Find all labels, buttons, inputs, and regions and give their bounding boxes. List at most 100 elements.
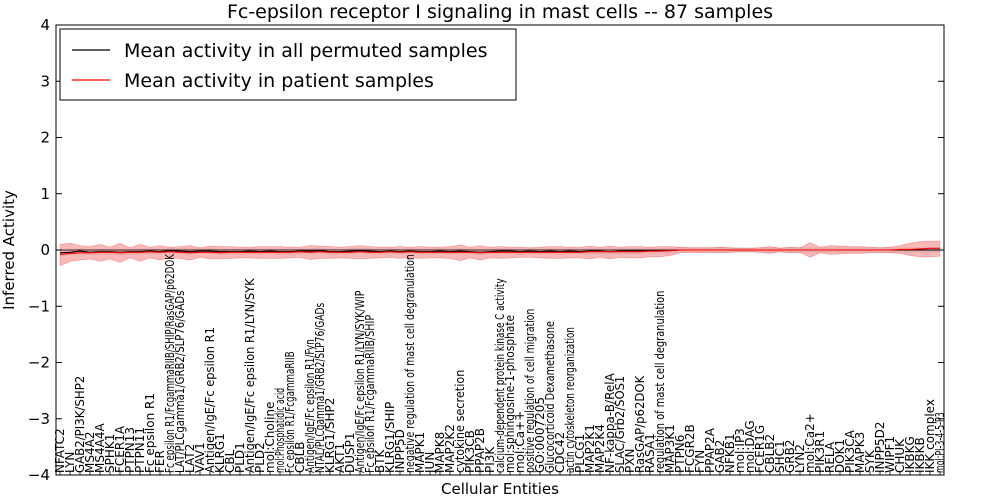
x-tick-label: actin cytoskeleton reorganization <box>563 327 577 473</box>
legend-label-permuted: Mean activity in all permuted samples <box>124 40 487 62</box>
x-tick-label: Glucocorticoid Dexamethasone <box>543 321 557 473</box>
x-tick-label: IKBKG <box>903 436 917 473</box>
x-tick-label: Fc epsilon R1/FcgammaRIIB <box>283 351 297 473</box>
x-tick-label: FYN <box>693 450 707 473</box>
x-tick-label: Fc epsilon R1/FcgammaRIIB/SHIP/RasGAP/p6… <box>163 253 177 473</box>
x-tick-label: FCER1A <box>113 425 127 473</box>
x-tick-label: PLD2 <box>253 442 267 473</box>
series-line-patient <box>59 247 940 256</box>
x-tick-label: GAB2 <box>713 440 727 473</box>
y-tick-label: 1 <box>40 185 50 203</box>
x-tick-label: positive regulation of cell migration <box>523 309 537 473</box>
x-tick-label: PLD1 <box>233 442 247 473</box>
x-tick-label: PLCG1 <box>573 434 587 473</box>
x-tick-label: MAP2K1 <box>583 424 597 473</box>
x-tick-label: INPP5D <box>393 429 407 473</box>
x-tick-label: VAV1 <box>193 442 207 473</box>
x-tick-label: KLRG1 <box>213 433 227 473</box>
x-tick-label: BTK <box>373 448 387 473</box>
x-tick-label: CDC42 <box>553 432 567 473</box>
x-tick-label: cytokine secretion <box>453 370 467 473</box>
x-tick-label: NFATC2 <box>53 428 67 473</box>
x-tick-label: PXN <box>623 449 637 473</box>
x-tick-label: CHUK <box>893 438 907 473</box>
x-tick-label: mol:Ca2+ <box>803 413 817 473</box>
x-tick-label: LYN <box>63 452 77 473</box>
x-tick-label: WIPF1 <box>883 436 897 473</box>
chart-title: Fc-epsilon receptor I signaling in mast … <box>227 1 773 23</box>
y-tick-label: −3 <box>28 410 50 428</box>
x-tick-label: mol:DAG <box>743 420 757 473</box>
x-axis-label: Cellular Entities <box>441 480 559 498</box>
x-tick-label: LAT/PLCgamma1/GRB2/SLP76/GADs <box>173 291 187 473</box>
x-tick-label: RASA1 <box>643 433 657 473</box>
x-tick-label: MAP2K2 <box>443 424 457 473</box>
x-tick-label: RELA <box>823 441 837 473</box>
x-tick-label: PTPN11 <box>133 427 147 473</box>
x-tick-label: LAT2 <box>183 444 197 473</box>
x-tick-label: MAP3K1 <box>663 424 677 473</box>
patient-band <box>59 240 941 267</box>
x-tick-label: SPHK1 <box>103 434 117 473</box>
x-tick-label: IKBKB <box>913 437 927 473</box>
x-tick-label: FER <box>153 450 167 473</box>
x-tick-label: SLAC/Grb2/SOS1 <box>613 376 627 473</box>
legend: Mean activity in all permuted samples Me… <box>59 28 517 101</box>
y-tick-label: 4 <box>40 16 50 34</box>
x-tick-label: MAPK8 <box>433 432 447 473</box>
x-tick-label: PPAP2A <box>703 427 717 473</box>
y-tick-label: −4 <box>28 466 50 484</box>
x-tick-label: FCGR2B <box>683 424 697 473</box>
x-tick-label: INPP5D2 <box>873 422 887 474</box>
x-tick-label: Fc epsilon R1/FcgammaRIIB/SHIP <box>363 315 377 473</box>
x-tick-label: Fc epsilon R1 <box>143 393 157 473</box>
x-tick-label: KLRG1/SHP2 <box>323 398 337 473</box>
x-tick-label: negative regulation of mast cell degranu… <box>403 254 417 473</box>
x-tick-label: PIK3R1 <box>813 431 827 473</box>
x-tick-label: CBLB <box>293 441 307 473</box>
x-tick-label: mol:IP3 <box>733 428 747 473</box>
x-tick-label: GO:0007205 <box>533 397 547 473</box>
x-tick-label: mol:Ca++ <box>513 411 527 473</box>
x-tick-label: mol:sphingosine-1-phosphate <box>503 315 517 473</box>
x-tick-label: SHC1 <box>773 440 787 473</box>
x-tick-label: Antigen/IgE/Fc epsilon R1/Fyn <box>303 339 317 473</box>
y-tick-label: −2 <box>28 354 50 372</box>
x-tick-label: NTAL/PLCgamma1/GRB2/SLP76/GADs <box>313 303 327 473</box>
legend-label-patient: Mean activity in patient samples <box>124 70 434 92</box>
x-tick-label: PI3K <box>483 446 497 473</box>
x-tick-label: PIK3CA <box>843 429 857 473</box>
x-tick-label: PPAP2B <box>473 428 487 473</box>
x-tick-label: calcium-dependent protein kinase C activ… <box>493 278 507 473</box>
x-tick-label: mol:Phosphatidic acid <box>273 388 287 473</box>
axes: 43210−1−2−3−4NFATC2LYNGAB2/PI3K/SHP2MS4A… <box>28 16 947 484</box>
y-tick-label: 0 <box>40 241 50 259</box>
x-tick-label: NF-kappa-B/RelA <box>603 372 617 473</box>
plot-area <box>56 240 944 267</box>
x-tick-label: DOK1 <box>833 439 847 473</box>
x-tick-label: Antigen/IgE/Fc epsilon R1/LYN/SYK/WIP <box>353 291 367 473</box>
x-tick-label: AKT1 <box>333 443 347 473</box>
y-tick-label: 2 <box>40 129 50 147</box>
x-tick-label: regulation of mast cell degranulation <box>653 291 667 473</box>
x-tick-label: GAB2/PI3K/SHP2 <box>73 376 87 473</box>
x-tick-label: FCER1G <box>753 425 767 473</box>
x-tick-label: mol:PI-3-4-5-P3 <box>933 412 947 473</box>
x-tick-label: MS4A2 <box>83 432 97 473</box>
x-tick-label: GRB2 <box>783 439 797 473</box>
x-tick-label: DUSP1 <box>343 432 357 473</box>
y-axis-label: Inferred Activity <box>0 190 18 310</box>
x-tick-label: MAPK3 <box>853 432 867 473</box>
x-tick-label: JUN <box>423 452 437 474</box>
x-tick-label: NFKB1 <box>723 433 737 473</box>
x-tick-label: LYN2 <box>793 444 807 473</box>
x-tick-label: Antigen/IgE/Fc epsilon R1/LYN/SYK <box>243 277 257 473</box>
x-tick-label: MAP2K4 <box>593 424 607 473</box>
x-tick-label: IKK complex <box>923 399 937 473</box>
x-tick-label: MAPK1 <box>413 432 427 473</box>
x-tick-label: RasGAP/p62DOK <box>633 375 647 473</box>
x-tick-label: Antigen/IgE/Fc epsilon R1 <box>203 327 217 473</box>
x-tick-label: PTPN13 <box>123 427 137 473</box>
x-tick-label: CBL <box>223 449 237 473</box>
